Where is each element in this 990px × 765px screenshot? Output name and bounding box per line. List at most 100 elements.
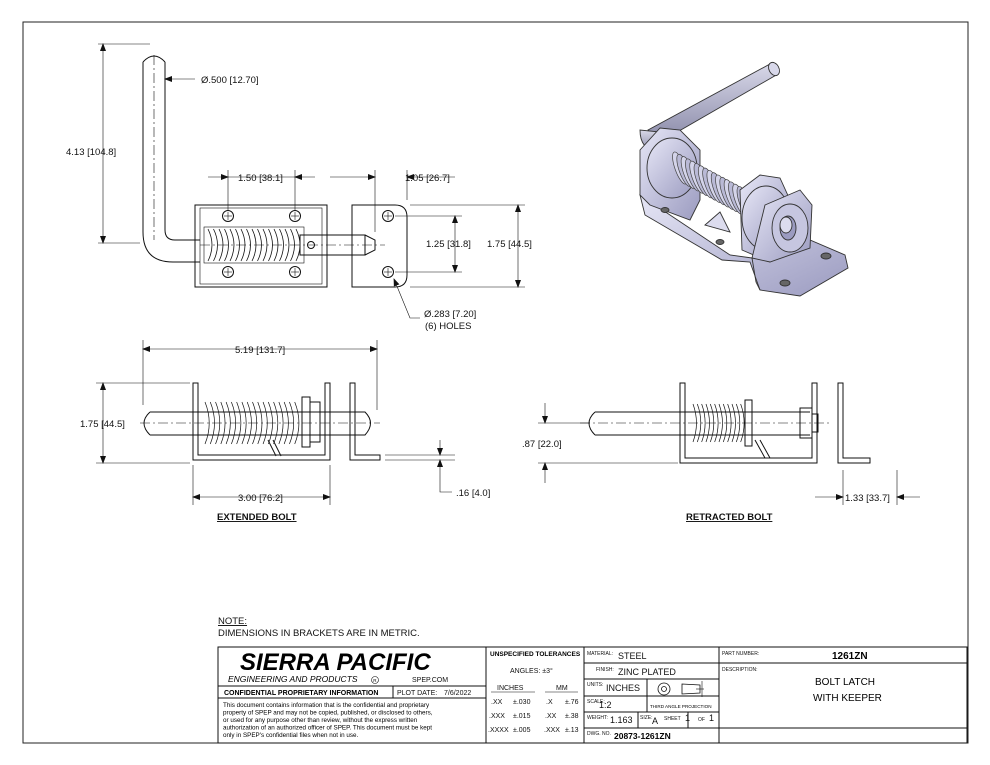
dwg-no-label: DWG. NO. [587, 731, 611, 737]
part-number-value: 1261ZN [832, 651, 868, 662]
spring-coil [740, 403, 745, 443]
dim-keeper-height: 1.75 [44.5] [487, 239, 532, 250]
tolerances-title: UNSPECIFIED TOLERANCES [490, 651, 581, 658]
spring-coil [220, 401, 226, 445]
spring-coil [289, 401, 295, 445]
size-value: A [652, 716, 658, 726]
size-label: SIZE: [640, 715, 653, 721]
weight-value: 1.163 [610, 715, 633, 725]
spring-coil [231, 401, 236, 445]
part-number-label: PART NUMBER: [722, 651, 759, 657]
spring-coil [723, 403, 728, 443]
note-title: NOTE: [218, 616, 247, 627]
scale-value: 1:2 [599, 700, 612, 710]
spring-coil [692, 403, 697, 443]
description-line-1: BOLT LATCH [815, 677, 875, 688]
plot-date: 7/6/2022 [444, 690, 471, 697]
company-logo: SIERRA PACIFIC [240, 649, 431, 676]
top-view [142, 55, 408, 288]
top-view-dimensions [98, 43, 525, 319]
spring-coil [294, 401, 300, 445]
spring-coil [204, 401, 210, 445]
tol-row-1-mm-val: ±.76 [565, 699, 579, 706]
units-value: INCHES [606, 683, 640, 693]
dim-hole-spacing: 1.50 [38.1] [238, 173, 283, 184]
spring-coil [209, 401, 215, 445]
dim-axis-height: .87 [22.0] [522, 439, 562, 450]
tol-row-2-in-key: .XXX [489, 713, 505, 720]
spring-coil [718, 403, 723, 443]
dim-base-length: 3.00 [76.2] [238, 493, 283, 504]
spring-coil [714, 403, 719, 443]
tol-row-2-mm-key: .XX [545, 713, 557, 720]
company-subtitle: ENGINEERING AND PRODUCTS [228, 674, 358, 684]
sheets-value: 1 [709, 713, 714, 723]
dim-keeper-width: 1.05 [26.7] [405, 173, 450, 184]
projection-label: THIRD ANGLE PROJECTION [650, 704, 712, 709]
sheet-value: 1 [685, 713, 690, 723]
confidential-line-1: This document contains information that … [223, 702, 430, 709]
confidential-line-2: property of SPEP and may not be copied, … [223, 710, 433, 717]
extended-dimensions [96, 340, 455, 505]
label-extended-bolt: EXTENDED BOLT [217, 512, 297, 523]
tol-row-3-mm-val: ±.13 [565, 727, 579, 734]
tol-row-3-in-val: ±.005 [513, 727, 531, 734]
tol-row-2-in-val: ±.015 [513, 713, 531, 720]
spring-coil [268, 401, 273, 445]
weight-label: WEIGHT: [587, 715, 608, 721]
tolerance-mm-header: MM [556, 685, 568, 692]
tol-row-1-in-key: .XX [491, 699, 503, 706]
dim-overall-length: 5.19 [131.7] [235, 345, 285, 356]
spring-coil [252, 401, 258, 445]
dim-side-height: 1.75 [44.5] [80, 419, 125, 430]
spring-coil [710, 403, 715, 443]
spring-coil [736, 403, 741, 443]
tol-row-3-in-key: .XXXX [488, 727, 509, 734]
sheet-label: SHEET [664, 716, 681, 722]
retracted-dimensions [538, 403, 920, 505]
material-value: STEEL [618, 651, 647, 661]
dim-keeper-depth: 1.33 [33.7] [845, 493, 890, 504]
extended-dim-text: 5.19 [131.7] 1.75 [44.5] 3.00 [76.2] .16… [80, 345, 490, 523]
spring-coil [236, 401, 242, 445]
spring-coil [246, 401, 252, 445]
finish-label: FINISH: [596, 667, 614, 673]
spring-coil [225, 401, 231, 445]
scale-label: SCALE: [587, 699, 605, 705]
registered-mark: R [373, 678, 377, 683]
spring-coil [241, 401, 247, 445]
material-label: MATERIAL: [587, 651, 613, 657]
dim-pin-diameter: Ø.500 [12.70] [201, 75, 259, 86]
tol-row-1-mm-key: .X [546, 699, 553, 706]
confidential-line-4: authorization of an authorized officer o… [223, 725, 432, 732]
tol-row-2-mm-val: ±.38 [565, 713, 579, 720]
dim-hole-count: (6) HOLES [425, 321, 471, 332]
confidential-title: CONFIDENTIAL PROPRIETARY INFORMATION [224, 690, 378, 697]
spring-coil [273, 401, 279, 445]
finish-value: ZINC PLATED [618, 667, 676, 677]
tol-row-3-mm-key: .XXX [544, 727, 560, 734]
dim-keeper-hole-spacing: 1.25 [31.8] [426, 239, 471, 250]
dwg-no-value: 20873-1261ZN [614, 731, 671, 741]
spring-coil [705, 403, 710, 443]
spring-coil [697, 403, 702, 443]
spring-coil [257, 401, 263, 445]
dim-hole-diameter: Ø.283 [7.20] [424, 309, 476, 320]
units-label: UNITS: [587, 682, 603, 688]
spring-coil [701, 403, 706, 443]
tol-row-1-in-val: ±.030 [513, 699, 531, 706]
label-retracted-bolt: RETRACTED BOLT [686, 512, 773, 523]
tolerance-inches-header: INCHES [497, 685, 524, 692]
confidential-line-5: only in SPEP's confidential files when n… [223, 732, 359, 739]
confidential-line-3: or used for any purpose other than revie… [223, 717, 418, 724]
top-view-dim-text: Ø.500 [12.70] 4.13 [104.8] 1.50 [38.1] 1… [66, 75, 532, 332]
registered-mark-icon [371, 676, 379, 684]
extended-bolt-view [140, 382, 381, 461]
spring-coil [727, 403, 732, 443]
description-line-2: WITH KEEPER [813, 693, 882, 704]
spring-coil [278, 401, 284, 445]
isometric-view [639, 61, 849, 297]
description-label: DESCRIPTION: [722, 667, 758, 673]
dim-overall-height: 4.13 [104.8] [66, 147, 116, 158]
